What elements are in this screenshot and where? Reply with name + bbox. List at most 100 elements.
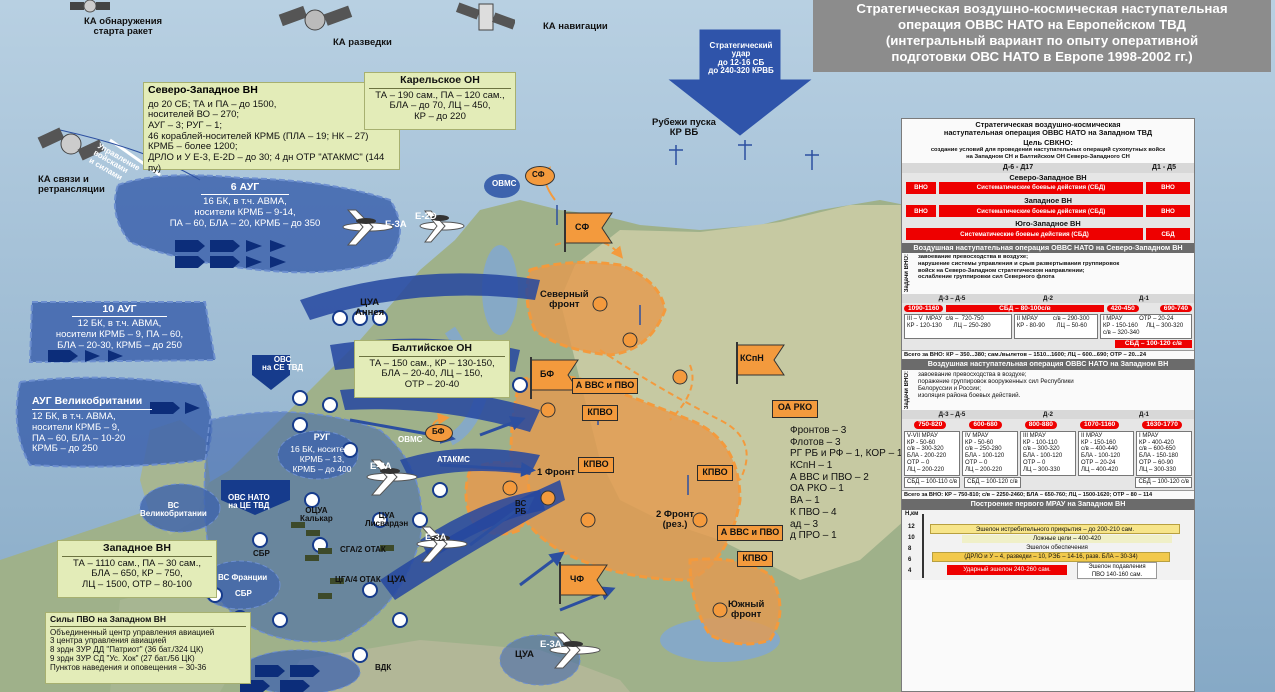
nw-line: до 20 СБ; ТА и ПА – до 1500, — [148, 98, 277, 110]
vs-rb-label: ВС РБ — [515, 499, 527, 517]
kpvo-box-3: КПВО — [697, 465, 733, 481]
comms-link-2 — [59, 129, 201, 181]
karel-line: ТА – 190 сам., ПА – 120 сам., — [375, 89, 505, 101]
force-stat: Флотов – 3 — [790, 436, 841, 448]
satellite-comms-icon — [35, 122, 105, 167]
dir-phase-b: Систематические боевые действия (СБД) — [906, 228, 1143, 241]
vs-france-label: ВС Франции — [218, 573, 268, 582]
ovms2-label: ОВМС — [398, 435, 423, 444]
nw-op-cell: III – V МРАУ с/в – 720-750 КР - 120-130 … — [904, 314, 1012, 340]
baltic-direction-box: Балтийское ОН ТА – 150 сам., КР – 130-15… — [354, 340, 510, 398]
satellite-nav-icon — [455, 0, 517, 38]
nw-op-pill: 420-450 — [1106, 304, 1139, 313]
w-op-cell: V-VII МРАУ КР - 50-60 с/в – 300-320 БЛА … — [904, 430, 960, 476]
sbr2-label: СБР — [235, 589, 252, 598]
kpvo-box-2: КПВО — [578, 457, 614, 473]
pvo-line: 8 зрдн ЗУР ДД "Патриот" (36 бат./324 ЦК) — [50, 645, 204, 655]
baltic-line: ОТР – 20-40 — [404, 379, 460, 390]
aug-uk-line: 12 БК, в т.ч. АВМА, — [32, 410, 116, 422]
force-stat: КСпН – 1 — [790, 460, 833, 472]
nw-op-col: Д-3 – Д-5 — [938, 294, 966, 302]
satellite-launch-label: КА обнаружения старта ракет — [84, 16, 163, 37]
west-line: БЛА – 650, КР – 750, — [91, 568, 183, 580]
dir-phase-a: ВНО — [906, 181, 936, 194]
mrau-ticks: 12 10 8 6 4 — [908, 522, 915, 577]
e3a-label: Е-3А — [385, 219, 407, 230]
front2-label: 2 Фронт (рез.) — [656, 509, 695, 530]
cua2-label: ЦУА — [387, 574, 406, 585]
w-op-tasks-row: Задачи ВНО: завоевание превосходства в в… — [902, 370, 1194, 410]
atakms-label: АТАКМС — [437, 455, 470, 464]
zone-aug-uk — [15, 376, 213, 468]
nw-op-cell: II МРАУ с/в – 290-300 КР - 80-90 ЛЦ – 50… — [1013, 314, 1098, 340]
w-op-col: Д-1 — [1139, 410, 1149, 418]
flag-sf — [564, 210, 613, 252]
karelian-direction-title: Карельское ОН — [369, 74, 511, 89]
w-op-cell: I МРАУ КР - 400-420 с/в – 600-650 БЛА - … — [1136, 430, 1192, 476]
nw-op-sbd: СБД – 80-100с/в — [946, 304, 1104, 313]
mrau-echelon-cover: Эшелон истребительного прикрытия – до 20… — [930, 523, 1180, 534]
zone-rug — [277, 430, 359, 480]
aug-uk-info: АУГ Великобритании 12 БК, в т.ч. АВМА, н… — [32, 395, 152, 455]
aug6-line: носители КРМБ – 9-14, — [194, 206, 296, 218]
w-op-header: Воздушная наступательная операция ОВВС Н… — [902, 359, 1194, 370]
rug-title: РУГ — [313, 432, 331, 442]
air-force-air-defense-box-2: А ВВС и ПВО — [717, 525, 783, 541]
aug6-title: 6 АУГ — [200, 181, 290, 195]
aug6-line: ПА – 60, БЛА – 20, КРМБ – до 350 — [169, 217, 321, 229]
sf-small-marker — [525, 166, 555, 186]
w-op-side: Задачи ВНО: — [904, 370, 910, 409]
page-title: Стратегическая воздушно-космическая наст… — [813, 0, 1271, 72]
aug-uk-title: АУГ Великобритании — [32, 395, 152, 410]
flag-kspn-label: КСпН — [740, 353, 764, 363]
force-stat: ад – 3 — [790, 518, 819, 530]
w-op-tasks: завоевание превосходства в воздухе; пора… — [918, 370, 1074, 400]
operation-panel: Стратегическая воздушно-космическая наст… — [901, 118, 1195, 692]
flag-chf-label: ЧФ — [570, 574, 585, 584]
satellite-launch-detection-icon — [70, 0, 110, 16]
force-stat: Фронтов – 3 — [790, 425, 847, 436]
nw-op-tasks: завоевание превосходства в воздухе; нару… — [918, 254, 1120, 281]
nw-line: носителей ВО – 270; — [148, 109, 240, 121]
oa-rko-box: ОА РКО — [772, 400, 818, 418]
mrau-tick: 8 — [908, 545, 912, 552]
nw-op-cols: Д-3 – Д-5 Д-2 Д-1 — [902, 293, 1194, 303]
w-op-pill: 600-680 — [969, 421, 1002, 429]
nw-line: 46 кораблей-носителей КРМБ (ПЛА – 19; НК… — [148, 130, 369, 142]
w-op-pill: 1630-1770 — [1142, 421, 1182, 429]
nw-direction-box: Северо-Западное ВН до 20 СБ; ТА и ПА – д… — [143, 82, 400, 173]
dir-phase-a: ВНО — [906, 205, 936, 218]
zone-ovms — [484, 174, 520, 198]
dir-phase-b: Систематические боевые действия (СБД) — [939, 205, 1143, 218]
pvo-line: 3 центра управления авиацией — [50, 636, 167, 646]
e3c-label: Е-3А — [425, 532, 447, 543]
zone-vs-uk — [139, 483, 221, 533]
mrau-diagram: Н,км 12 10 8 6 4 Эшелон истребительного … — [902, 509, 1194, 580]
w-op-pill: 750-820 — [914, 421, 947, 429]
bf-small-label: БФ — [432, 427, 445, 436]
mrau-tick: 6 — [908, 556, 912, 563]
north-front-label: Северный фронт — [540, 289, 589, 310]
nw-op-col: Д-1 — [1139, 294, 1149, 302]
force-stat: РГ РБ и РФ – 1, КОР – 1 — [790, 448, 903, 460]
satellite-nav-label: КА навигации — [543, 21, 608, 32]
mrau-echelon-decoys: Ложные цели – 400-420 — [962, 534, 1172, 543]
sf-small-label: СФ — [532, 170, 545, 179]
strike-arrow — [668, 29, 812, 136]
awacs-aircraft-icon-3 — [416, 526, 468, 563]
force-stat: А ВВС и ПВО – 2 — [790, 471, 869, 483]
force-stat: К ПВО – 4 — [790, 506, 837, 518]
kpvo-box-1: КПВО — [582, 405, 618, 421]
nw-op-sbd2: СБД – 100-120 с/в — [1114, 340, 1192, 348]
air-force-air-defense-box-1: А ВВС и ПВО — [572, 378, 638, 394]
awacs-aircraft-icon-4 — [549, 632, 601, 669]
force-stat: ВА – 1 — [790, 495, 820, 507]
baltic-line: ТА – 150 сам., КР – 130-150, — [369, 357, 495, 369]
air-defense-box: Силы ПВО на Западном ВН Объединенный цен… — [45, 612, 251, 684]
mrau-axis — [922, 513, 924, 578]
nw-op-header: Воздушная наступательная операция ОВВС Н… — [902, 243, 1194, 254]
aug6-line: 16 БК, в т.ч. АВМА, — [203, 195, 287, 207]
w-op-sbd: СБД – 100-120 с/в — [964, 476, 1021, 488]
pvo-line: Пунктов наведения и оповещения – 30-36 — [50, 663, 207, 673]
dir-phase-c: СБД — [1146, 228, 1190, 241]
